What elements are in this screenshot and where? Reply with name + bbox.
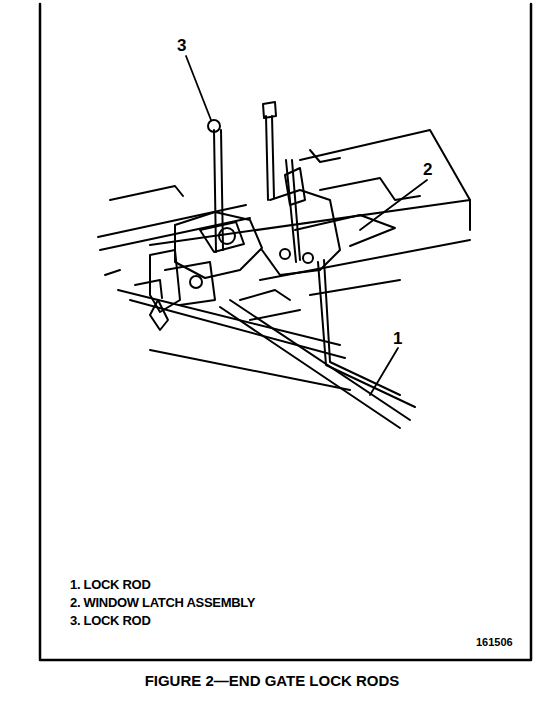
callout-number: 3 [177, 37, 186, 54]
figure-number: 161506 [476, 637, 513, 648]
callout-number: 2 [423, 161, 432, 178]
legend-line: 1. LOCK ROD [70, 578, 150, 591]
legend-line: 2. WINDOW LATCH ASSEMBLY [70, 596, 255, 609]
legend-line: 3. LOCK ROD [70, 614, 150, 627]
callout-number: 1 [393, 330, 402, 347]
figure-caption: FIGURE 2—END GATE LOCK RODS [0, 673, 544, 688]
